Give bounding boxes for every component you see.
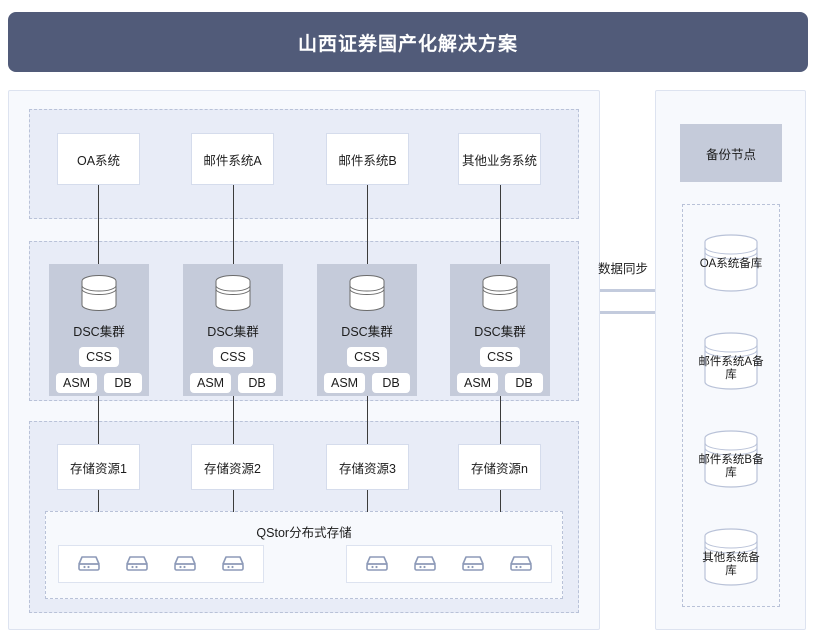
db-pill[interactable]: DB <box>505 373 543 393</box>
css-pill[interactable]: CSS <box>213 347 253 367</box>
server-icon <box>76 551 102 578</box>
backup-database[interactable]: 邮件系统A备库 <box>694 330 768 396</box>
connector-system-to-cluster <box>367 184 368 264</box>
server-icon <box>124 551 150 578</box>
connector-cluster-to-storage <box>500 396 501 444</box>
server-icon <box>412 551 438 578</box>
database-icon <box>210 272 256 318</box>
connector-cluster-to-storage <box>233 396 234 444</box>
connector-system-to-cluster <box>233 184 234 264</box>
qstor-region: QStor分布式存储 <box>45 511 563 599</box>
db-pill[interactable]: DB <box>104 373 142 393</box>
server-icon <box>508 551 534 578</box>
asm-pill[interactable]: ASM <box>56 373 98 393</box>
database-icon <box>344 272 390 318</box>
server-icon <box>364 551 390 578</box>
connector-storage-to-qstor <box>98 490 99 512</box>
storage-resource-box[interactable]: 存储资源n <box>458 444 541 490</box>
storage-resource-label: 存储资源n <box>471 461 528 476</box>
qstor-server-group-right <box>346 545 552 583</box>
connector-storage-to-qstor <box>367 490 368 512</box>
backup-database-label: 邮件系统B备库 <box>698 454 764 479</box>
business-system-label: OA系统 <box>76 153 121 168</box>
dsc-cluster-label: DSC集群 <box>73 325 125 339</box>
storage-resource-label: 存储资源2 <box>204 461 261 476</box>
server-icon <box>460 551 486 578</box>
data-sync-label: 数据同步 <box>598 262 649 276</box>
asm-pill[interactable]: ASM <box>457 373 499 393</box>
storage-resource-label: 存储资源1 <box>70 461 127 476</box>
asm-pill[interactable]: ASM <box>324 373 366 393</box>
page-title: 山西证券国产化解决方案 <box>8 12 808 72</box>
storage-resource-box[interactable]: 存储资源1 <box>57 444 140 490</box>
backup-database[interactable]: 其他系统备库 <box>694 526 768 592</box>
business-system-label: 邮件系统B <box>338 153 397 168</box>
dsc-cluster-label: DSC集群 <box>207 325 259 339</box>
db-pill[interactable]: DB <box>372 373 410 393</box>
dsc-cluster[interactable]: DSC集群 CSS ASM DB <box>49 264 149 396</box>
qstor-title: QStor分布式存储 <box>256 526 352 540</box>
dsc-cluster[interactable]: DSC集群 CSS ASM DB <box>450 264 550 396</box>
connector-system-to-cluster <box>98 184 99 264</box>
css-pill[interactable]: CSS <box>347 347 387 367</box>
css-pill[interactable]: CSS <box>480 347 520 367</box>
storage-resource-box[interactable]: 存储资源2 <box>191 444 274 490</box>
data-sync-line <box>600 311 656 314</box>
business-system-label: 其他业务系统 <box>461 153 537 168</box>
qstor-server-group-left <box>58 545 264 583</box>
backup-database[interactable]: 邮件系统B备库 <box>694 428 768 494</box>
connector-storage-to-qstor <box>233 490 234 512</box>
backup-database-label: 其他系统备库 <box>702 552 760 577</box>
dsc-cluster-label: DSC集群 <box>474 325 526 339</box>
backup-database-label: 邮件系统A备库 <box>698 356 764 381</box>
server-icon <box>172 551 198 578</box>
connector-cluster-to-storage <box>98 396 99 444</box>
main-architecture-panel: QStor分布式存储 <box>8 90 600 630</box>
business-system-label: 邮件系统A <box>203 153 262 168</box>
backup-database[interactable]: OA系统备库 <box>694 232 768 298</box>
dsc-cluster-label: DSC集群 <box>341 325 393 339</box>
business-system-box[interactable]: 邮件系统B <box>326 133 409 185</box>
server-icon <box>220 551 246 578</box>
storage-resource-label: 存储资源3 <box>339 461 396 476</box>
backup-node-panel: 备份节点 OA系统备库 邮件系统A备库 邮件系统B备库 其他系统备库 <box>655 90 806 630</box>
data-sync-line <box>600 289 656 292</box>
db-pill[interactable]: DB <box>238 373 276 393</box>
business-system-box[interactable]: 其他业务系统 <box>458 133 541 185</box>
business-system-box[interactable]: OA系统 <box>57 133 140 185</box>
storage-resource-box[interactable]: 存储资源3 <box>326 444 409 490</box>
css-pill[interactable]: CSS <box>79 347 119 367</box>
business-system-box[interactable]: 邮件系统A <box>191 133 274 185</box>
database-icon <box>76 272 122 318</box>
dsc-cluster[interactable]: DSC集群 CSS ASM DB <box>183 264 283 396</box>
dsc-cluster[interactable]: DSC集群 CSS ASM DB <box>317 264 417 396</box>
connector-cluster-to-storage <box>367 396 368 444</box>
backup-node-header: 备份节点 <box>680 124 782 182</box>
asm-pill[interactable]: ASM <box>190 373 232 393</box>
connector-storage-to-qstor <box>500 490 501 512</box>
backup-database-label: OA系统备库 <box>699 258 763 270</box>
connector-system-to-cluster <box>500 184 501 264</box>
database-icon <box>477 272 523 318</box>
